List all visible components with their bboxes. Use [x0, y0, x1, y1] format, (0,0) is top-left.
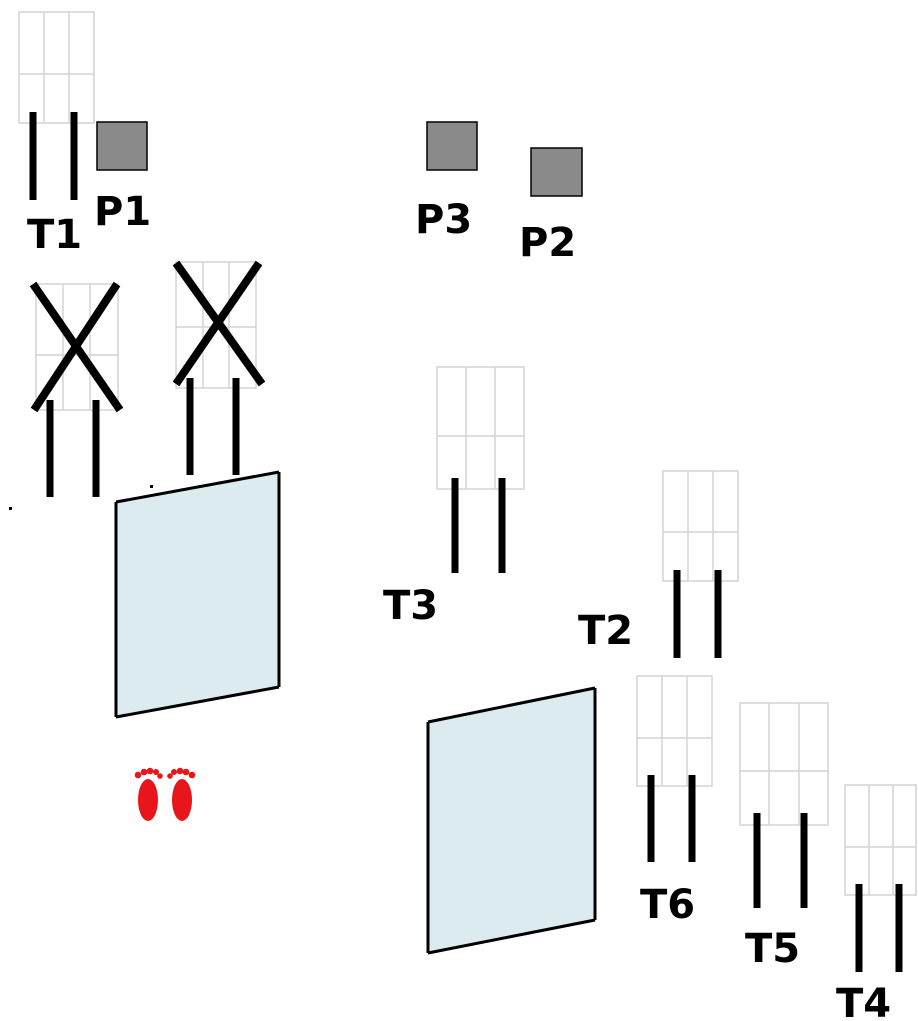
crossed-target-left-grid — [35, 283, 119, 411]
panel-right — [426, 686, 597, 955]
target-t6-label: T6 — [640, 882, 695, 928]
footprints-icon — [134, 767, 196, 821]
target-t1: T1 — [18, 11, 95, 258]
target-t5: T5 — [739, 702, 829, 972]
target-t1-label: T1 — [27, 212, 82, 258]
pad-p3-square — [426, 121, 478, 171]
panel-left — [114, 470, 281, 719]
pad-p3-label: P3 — [415, 197, 472, 243]
target-t5-label: T5 — [745, 926, 800, 972]
target-t2-grid — [662, 470, 739, 582]
pad-p1-label: P1 — [94, 189, 151, 235]
target-t2: T2 — [578, 470, 739, 658]
pad-p1: P1 — [94, 121, 151, 235]
pad-p3: P3 — [415, 121, 478, 243]
pad-p2-square — [530, 147, 583, 197]
pad-p2-label: P2 — [519, 220, 576, 266]
target-t6-grid — [636, 675, 713, 787]
cross-mark-icon — [29, 281, 124, 413]
target-t3-label: T3 — [383, 583, 438, 629]
pad-p1-square — [96, 121, 148, 171]
crossed-target-right-grid — [175, 261, 257, 389]
target-t6: T6 — [636, 675, 713, 928]
target-t2-label: T2 — [578, 608, 633, 654]
target-t1-grid — [18, 11, 95, 124]
crossed-target-right — [172, 260, 266, 475]
pad-p2: P2 — [519, 147, 583, 266]
cross-mark-icon — [172, 260, 266, 387]
target-t5-grid — [739, 702, 829, 826]
target-t4-grid — [844, 784, 917, 896]
stray-dot — [150, 485, 153, 488]
target-t4-label: T4 — [836, 981, 891, 1021]
stray-dot — [9, 507, 12, 510]
target-t3: T3 — [383, 366, 525, 629]
crossed-target-left — [29, 281, 124, 497]
target-t4: T4 — [836, 784, 917, 1021]
target-t3-grid — [436, 366, 525, 490]
